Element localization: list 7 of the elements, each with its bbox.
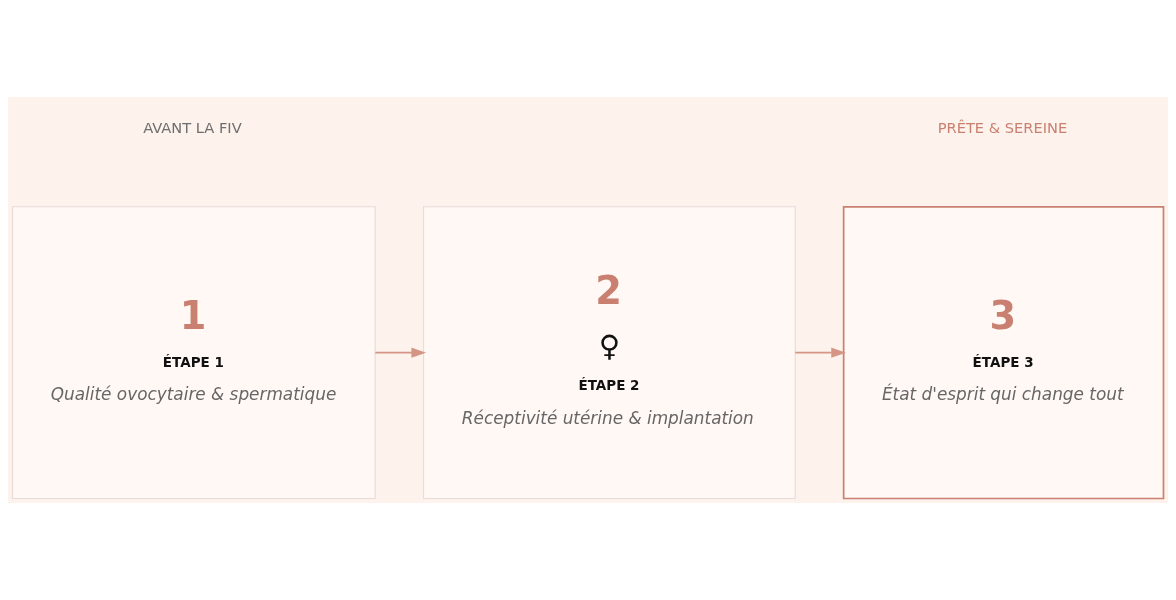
- arrow: [794, 347, 846, 358]
- node-box: 3 ÉTAPE 3 État d'esprit qui change tout: [842, 205, 1165, 500]
- label: AVANT LA FIV: [143, 119, 242, 137]
- node-box: 1 ÉTAPE 1 Qualité ovocytaire & spermatique: [11, 206, 376, 500]
- label: PRÊTE & SEREINE: [937, 119, 1068, 137]
- arrow: [374, 347, 427, 358]
- node-box: 2 ♀ ÉTAPE 2 Réceptivité utérine & implantation: [423, 206, 796, 500]
